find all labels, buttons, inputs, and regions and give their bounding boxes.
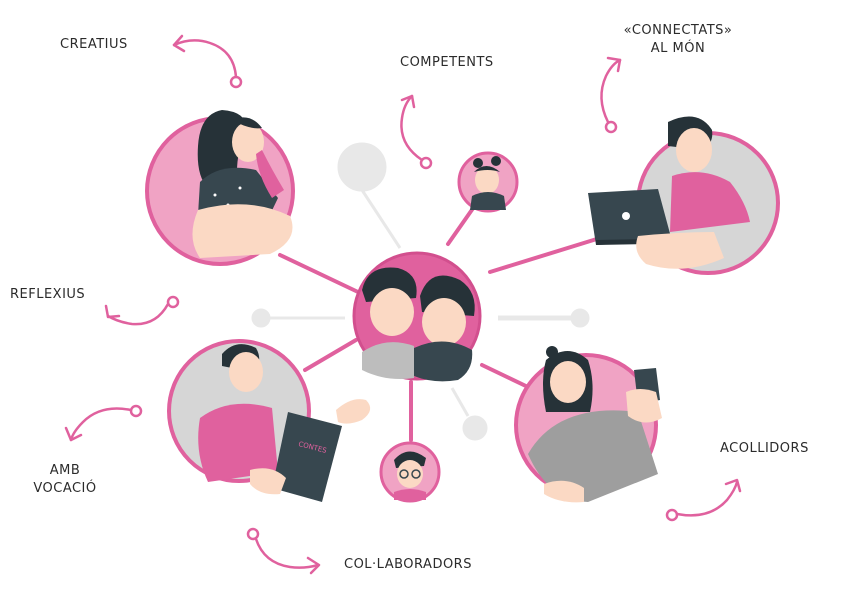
label-connectats-line1: «CONNECTATS» — [623, 23, 733, 38]
label-collaboradors: COL·LABORADORS — [344, 557, 472, 572]
label-amb-vocacio-line2: VOCACIÓ — [33, 481, 97, 496]
book-icon: CONTES — [272, 412, 342, 502]
arrow-reflexius — [104, 295, 180, 326]
curly-arrows — [64, 34, 742, 575]
person-book: CONTES — [167, 339, 371, 502]
label-competents: COMPETENTS — [400, 55, 494, 70]
label-acollidors: ACOLLIDORS — [720, 441, 809, 456]
arrow-creatius — [172, 34, 243, 89]
hub-two-kids — [352, 251, 482, 382]
decorative-shapes — [251, 142, 590, 441]
hub-connectors — [278, 202, 602, 442]
label-reflexius: REFLEXIUS — [10, 287, 86, 302]
arrow-acollidors — [665, 478, 742, 522]
person-laptop — [588, 116, 780, 275]
person-small-girl — [457, 151, 519, 213]
arrow-collaboradors — [246, 527, 321, 575]
arrow-connectats — [600, 56, 622, 134]
person-thinking — [145, 110, 295, 266]
person-small-boy — [379, 441, 441, 503]
arrow-competents — [400, 94, 433, 170]
label-creatius: CREATIUS — [60, 37, 128, 52]
person-phone — [514, 346, 662, 503]
label-connectats-line2: AL MÓN — [650, 41, 706, 56]
arrow-amb-vocacio — [64, 404, 143, 442]
label-amb-vocacio-line1: AMB — [49, 463, 81, 478]
